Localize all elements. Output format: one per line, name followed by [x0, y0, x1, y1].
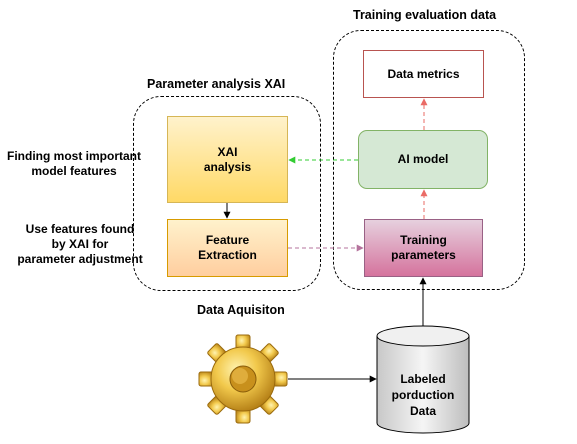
training-eval-title: Training evaluation data	[353, 8, 497, 22]
use-features-line: parameter adjustment	[17, 252, 143, 266]
data-metrics-box: Data metrics	[363, 50, 484, 98]
important-features-label: Finding most important model features	[0, 149, 148, 179]
feature-extraction-label: Feature	[205, 233, 250, 247]
database-cylinder-icon	[376, 325, 470, 434]
important-features-line: model features	[31, 164, 117, 178]
ai-model-label: AI model	[397, 152, 449, 166]
xai-analysis-label: analysis	[203, 159, 252, 174]
labeled-data-line: Data	[409, 404, 436, 418]
important-features-line: Finding most important	[7, 149, 141, 163]
xai-analysis-box: XAI analysis	[167, 116, 288, 203]
xai-analysis-label: XAI	[217, 144, 238, 159]
data-acquisition-title: Data Aquisiton	[197, 303, 285, 317]
use-features-label: Use features found by XAI for parameter …	[6, 222, 154, 267]
feature-extraction-box: Feature Extraction	[167, 219, 288, 277]
parameter-analysis-title: Parameter analysis XAI	[147, 77, 286, 91]
gear-icon	[198, 334, 288, 424]
ai-model-box: AI model	[358, 130, 488, 189]
labeled-data-line: Labeled	[400, 372, 446, 386]
training-parameters-box: Training parameters	[364, 219, 483, 277]
use-features-line: Use features found	[25, 222, 135, 236]
labeled-data-label: Labeled porduction Data	[377, 371, 469, 419]
data-metrics-label: Data metrics	[387, 66, 460, 81]
labeled-data-line: porduction	[391, 388, 455, 402]
training-parameters-label: Training	[400, 233, 447, 247]
parameter-analysis-group	[133, 96, 321, 291]
feature-extraction-label: Extraction	[198, 248, 257, 262]
training-parameters-label: parameters	[391, 248, 456, 262]
use-features-line: by XAI for	[51, 237, 109, 251]
